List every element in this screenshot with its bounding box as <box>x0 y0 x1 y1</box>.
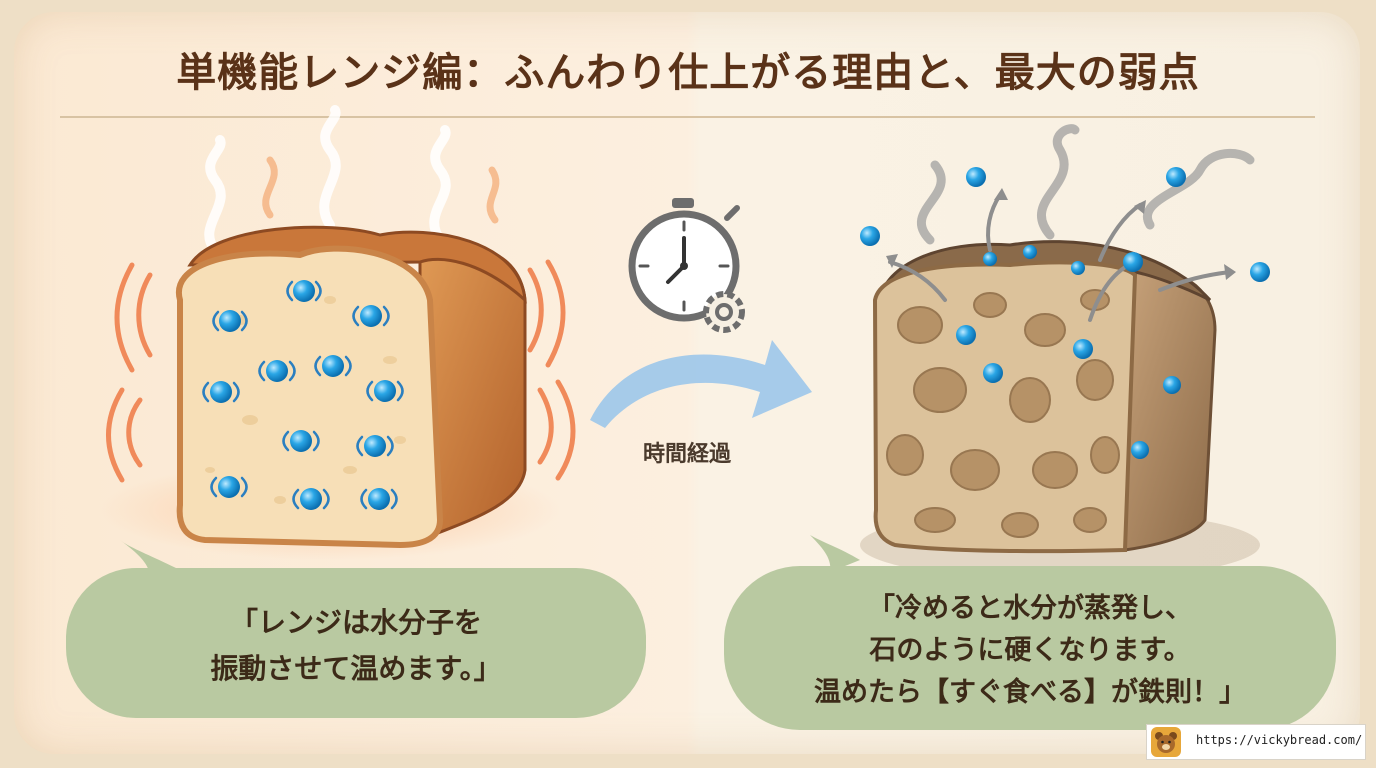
stale-bread-illustration <box>860 124 1270 580</box>
speech-bubble-right <box>724 535 1336 730</box>
time-arrow <box>590 340 812 428</box>
left-bubble-text: 「レンジは水分子を 振動させて温めます。」 <box>78 600 634 692</box>
right-bubble-line-3: 温めたら【すぐ食べる】が鉄則！」 <box>814 677 1246 708</box>
footer-url[interactable]: https://vickybread.com/ <box>1196 733 1363 747</box>
left-bubble-line-1: 「レンジは水分子を <box>229 606 482 639</box>
bear-logo-icon <box>1151 727 1181 757</box>
warm-bread-illustration <box>100 105 576 560</box>
right-bubble-line-2: 石のように硬くなります。 <box>869 635 1191 666</box>
stopwatch-gear-icon <box>628 198 745 333</box>
speech-bubble-left <box>66 540 646 718</box>
page-title: 単機能レンジ編：ふんわり仕上がる理由と、最大の弱点 <box>176 50 1200 96</box>
time-elapsed-label: 時間経過 <box>642 442 731 467</box>
footer-url-box <box>1146 724 1366 760</box>
left-bubble-line-2: 振動させて温めます。」 <box>210 652 502 685</box>
right-bubble-line-1: 「冷めると水分が蒸発し、 <box>868 593 1192 624</box>
title-divider <box>60 116 1315 118</box>
right-bubble-text: 「冷めると水分が蒸発し、 石のように硬くなります。 温めたら【すぐ食べる】が鉄則… <box>740 588 1320 714</box>
